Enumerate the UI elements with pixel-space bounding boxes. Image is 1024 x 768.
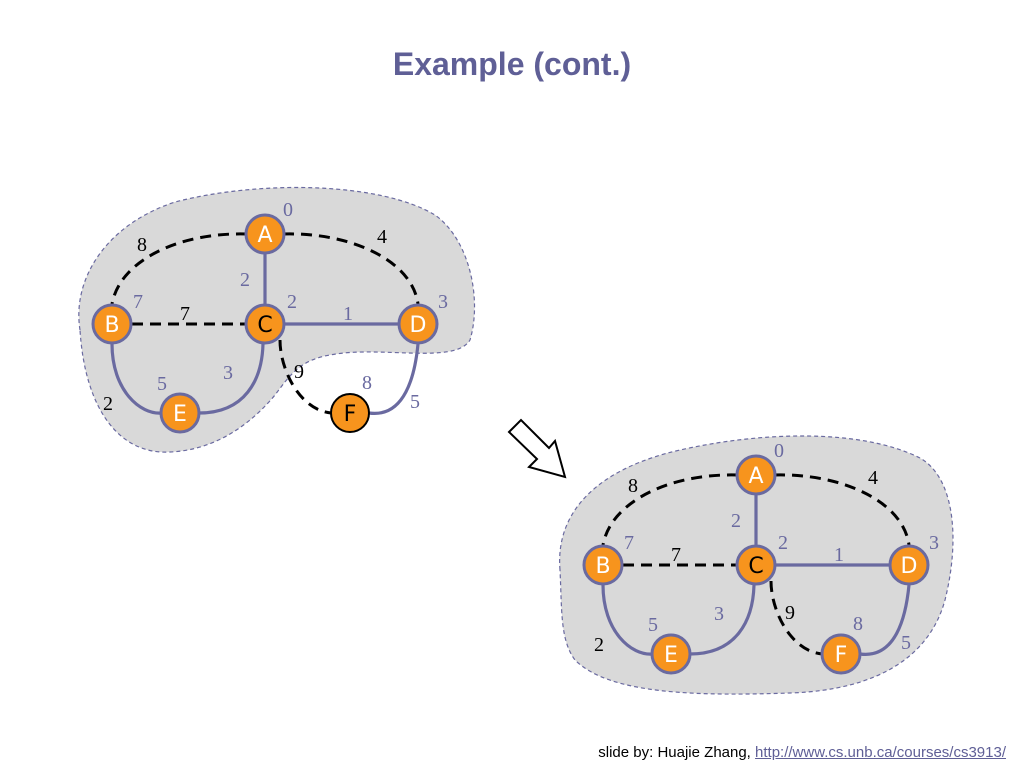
weight-label-b-e: 2	[103, 393, 113, 415]
distance-label-d: 3	[438, 291, 448, 313]
slide-title: Example (cont.)	[392, 46, 632, 82]
node-label-a: A	[748, 464, 763, 489]
node-label-b: B	[595, 554, 610, 579]
node-f	[330, 393, 370, 433]
node-d	[397, 303, 439, 345]
distance-label-a: 0	[283, 199, 293, 221]
course-link[interactable]: http://www.cs.unb.ca/courses/cs3913/	[755, 744, 1006, 761]
node-f	[820, 633, 862, 675]
weight-label-c-e: 3	[714, 603, 724, 625]
node-a	[735, 454, 777, 496]
weight-label-d-f: 5	[410, 391, 420, 413]
weight-label-b-e: 2	[594, 634, 604, 656]
weight-label-a-c: 2	[240, 269, 250, 291]
weight-label-c-e: 3	[223, 362, 233, 384]
weight-label-d-f: 5	[901, 632, 911, 654]
distance-label-b: 7	[624, 532, 634, 554]
node-label-f: F	[344, 402, 357, 427]
node-label-b: B	[104, 313, 119, 338]
weight-label-a-c: 2	[731, 510, 741, 532]
weight-label-c-f: 9	[785, 602, 795, 624]
weight-label-a-d: 4	[868, 467, 878, 489]
node-label-d: D	[901, 554, 918, 579]
node-c	[735, 544, 777, 586]
node-label-e: E	[664, 643, 678, 668]
edge-a-b	[110, 232, 248, 305]
weight-label-c-f: 9	[294, 361, 304, 383]
node-b	[582, 544, 624, 586]
weight-label-c-d: 1	[343, 303, 353, 325]
node-c	[244, 303, 286, 345]
node-d	[888, 544, 930, 586]
distance-label-c: 2	[778, 532, 788, 554]
edge-c-f	[278, 339, 332, 415]
node-e	[159, 392, 201, 434]
distance-label-f: 8	[362, 372, 372, 394]
edge-c-e	[689, 584, 756, 656]
node-label-c: C	[257, 313, 272, 338]
edge-a-b	[601, 473, 739, 546]
edge-a-d	[773, 473, 911, 546]
footer-credit: slide by: Huajie Zhang,	[598, 744, 756, 761]
distance-label-a: 0	[774, 440, 784, 462]
distance-label-f: 8	[853, 613, 863, 635]
edge-c-f	[769, 580, 823, 656]
edge-b-e	[110, 343, 163, 415]
node-b	[91, 303, 133, 345]
node-label-d: D	[410, 313, 427, 338]
node-label-e: E	[173, 402, 187, 427]
edge-d-f	[368, 343, 420, 415]
node-label-c: C	[748, 554, 763, 579]
distance-label-e: 5	[648, 614, 658, 636]
edge-c-e	[198, 343, 265, 415]
edge-a-d	[282, 232, 420, 305]
weight-label-c-d: 1	[834, 544, 844, 566]
distance-label-c: 2	[287, 291, 297, 313]
weight-label-a-b: 8	[628, 475, 638, 497]
transition-arrow-icon	[507, 418, 567, 479]
distance-label-d: 3	[929, 532, 939, 554]
slide-footer: slide by: Huajie Zhang, http://www.cs.un…	[598, 744, 1006, 761]
node-label-a: A	[257, 223, 272, 248]
distance-label-e: 5	[157, 373, 167, 395]
edge-b-e	[601, 584, 654, 656]
weight-label-a-b: 8	[137, 234, 147, 256]
node-a	[244, 213, 286, 255]
weight-label-b-c: 7	[180, 303, 190, 325]
weight-label-a-d: 4	[377, 226, 387, 248]
node-label-f: F	[835, 643, 848, 668]
weight-label-b-c: 7	[671, 544, 681, 566]
edge-d-f	[859, 584, 911, 656]
distance-label-b: 7	[133, 291, 143, 313]
node-e	[650, 633, 692, 675]
